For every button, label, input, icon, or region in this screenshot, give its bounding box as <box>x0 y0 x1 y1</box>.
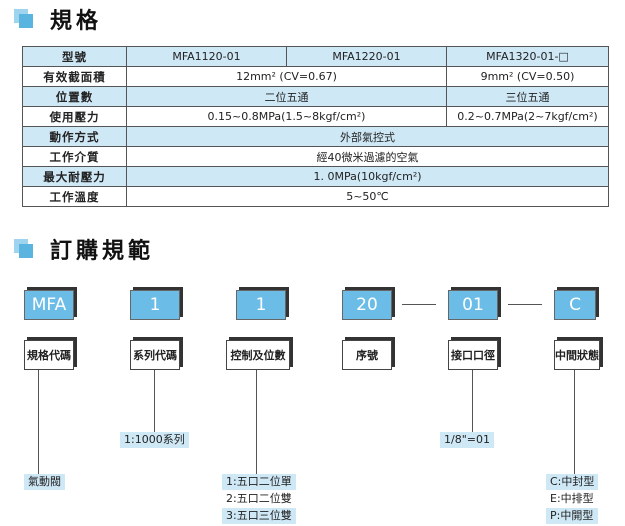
desc-center-list: C:中封型 E:中排型 P:中開型 <box>546 474 599 525</box>
code-box-serial: 20 <box>342 290 392 320</box>
spec-table: 型號 MFA1120-01 MFA1220-01 MFA1320-01-□ 有效… <box>22 46 609 207</box>
list-item: E:中排型 <box>550 492 594 505</box>
row-label: 動作方式 <box>22 126 127 147</box>
table-header-row: 型號 MFA1120-01 MFA1220-01 MFA1320-01-□ <box>22 46 609 67</box>
label-serial: 序號 <box>342 340 392 370</box>
row-label: 使用壓力 <box>22 106 127 127</box>
table-row: 工作介質 經40微米過濾的空氣 <box>22 146 609 167</box>
cell-value: 9mm² (CV=0.50) <box>446 66 609 87</box>
cell-value: 外部氣控式 <box>126 126 609 147</box>
code-box-series: 1 <box>130 290 180 320</box>
desc-control-list: 1:五口二位單 2:五口二位雙 3:五口三位雙 <box>222 474 296 525</box>
row-label: 有效截面積 <box>22 66 127 87</box>
cell-value: 1. 0MPa(10kgf/cm²) <box>126 166 609 187</box>
list-item: C:中封型 <box>546 474 599 490</box>
desc-series: 1:1000系列 <box>120 432 189 448</box>
cell-value: 二位五通 <box>126 86 447 107</box>
list-item: 2:五口二位雙 <box>226 492 292 505</box>
separator-dash <box>508 304 542 305</box>
connector-line <box>256 370 257 476</box>
square-bullet-icon <box>14 239 34 259</box>
cell-value: 經40微米過濾的空氣 <box>126 146 609 167</box>
table-row: 使用壓力 0.15~0.8MPa(1.5~8kgf/cm²) 0.2~0.7MP… <box>22 106 609 127</box>
spec-title-text: 規格 <box>50 9 103 34</box>
connector-line <box>574 370 575 476</box>
cell-value: 0.15~0.8MPa(1.5~8kgf/cm²) <box>126 106 447 127</box>
desc-spec: 氣動閥 <box>24 474 65 490</box>
separator-dash <box>402 304 436 305</box>
desc-port: 1/8"=01 <box>440 432 494 448</box>
list-item: 1:五口二位單 <box>222 474 296 490</box>
label-series-code: 系列代碼 <box>130 340 180 370</box>
code-box-center: C <box>554 290 596 320</box>
row-label: 工作溫度 <box>22 186 127 207</box>
table-row: 最大耐壓力 1. 0MPa(10kgf/cm²) <box>22 166 609 187</box>
row-label: 工作介質 <box>22 146 127 167</box>
cell-value: 5~50℃ <box>126 186 609 207</box>
label-port-size: 接口口徑 <box>448 340 498 370</box>
order-title-text: 訂購規範 <box>50 239 155 264</box>
connector-line <box>472 370 473 432</box>
cell-value: 0.2~0.7MPa(2~7kgf/cm²) <box>446 106 609 127</box>
connector-line <box>38 370 39 475</box>
label-spec-code: 規格代碼 <box>24 340 74 370</box>
order-section-title: 訂購規範 <box>14 236 155 264</box>
code-box-control: 1 <box>236 290 286 320</box>
header-label: 型號 <box>22 46 127 67</box>
cell-value: 12mm² (CV=0.67) <box>126 66 447 87</box>
cell-value: 三位五通 <box>446 86 609 107</box>
table-row: 位置數 二位五通 三位五通 <box>22 86 609 107</box>
list-item: P:中開型 <box>546 508 599 524</box>
model-2: MFA1220-01 <box>286 46 447 67</box>
table-row: 有效截面積 12mm² (CV=0.67) 9mm² (CV=0.50) <box>22 66 609 87</box>
table-row: 工作溫度 5~50℃ <box>22 186 609 207</box>
label-control-positions: 控制及位數 <box>226 340 290 370</box>
model-1: MFA1120-01 <box>126 46 287 67</box>
list-item: 3:五口三位雙 <box>222 508 296 524</box>
spec-section-title: 規格 <box>14 6 103 34</box>
code-box-port: 01 <box>448 290 498 320</box>
code-box-spec: MFA <box>24 290 74 320</box>
row-label: 最大耐壓力 <box>22 166 127 187</box>
label-center-state: 中間狀態 <box>554 340 600 370</box>
model-3: MFA1320-01-□ <box>446 46 609 67</box>
connector-line <box>154 370 155 432</box>
row-label: 位置數 <box>22 86 127 107</box>
table-row: 動作方式 外部氣控式 <box>22 126 609 147</box>
square-bullet-icon <box>14 9 34 29</box>
